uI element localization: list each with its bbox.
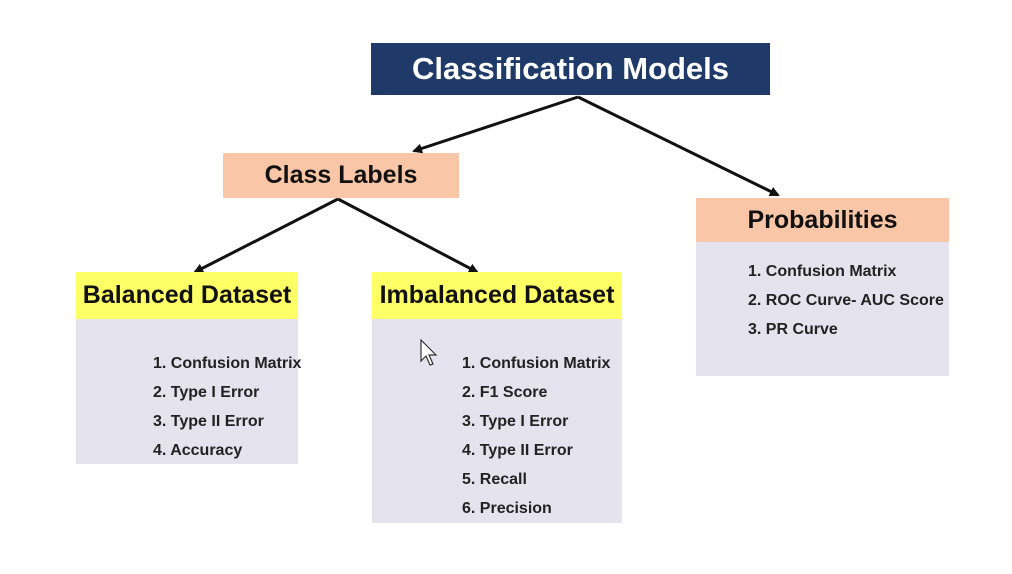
arrow-class-labels-to-imbalanced bbox=[337, 197, 479, 274]
classification-models-label: Classification Models bbox=[412, 51, 729, 86]
list-item: 2. Type I Error bbox=[153, 384, 260, 401]
imbalanced-dataset-label: Imbalanced Dataset bbox=[379, 281, 615, 309]
imbalanced-dataset-header: Imbalanced Dataset bbox=[372, 272, 622, 319]
arrow-class-labels-to-balanced bbox=[193, 197, 339, 274]
probabilities-header: Probabilities bbox=[696, 198, 949, 242]
list-item: 5. Recall bbox=[462, 471, 527, 488]
classification-models-node: Classification Models bbox=[371, 43, 770, 95]
class-labels-label: Class Labels bbox=[264, 161, 418, 189]
probabilities-label: Probabilities bbox=[747, 205, 898, 234]
class-labels-node: Class Labels bbox=[223, 153, 459, 198]
imbalanced-dataset-panel: Imbalanced Dataset 1. Confusion Matrix 2… bbox=[372, 272, 622, 523]
balanced-dataset-label: Balanced Dataset bbox=[82, 281, 292, 309]
balanced-dataset-header: Balanced Dataset bbox=[76, 272, 298, 319]
arrow-root-to-probabilities bbox=[577, 95, 780, 197]
list-item: 1. Confusion Matrix bbox=[153, 355, 302, 372]
list-item: 6. Precision bbox=[462, 500, 552, 517]
list-item: 2. ROC Curve- AUC Score bbox=[748, 292, 944, 309]
probabilities-panel: Probabilities 1. Confusion Matrix 2. ROC… bbox=[696, 198, 949, 376]
balanced-dataset-panel: Balanced Dataset 1. Confusion Matrix 2. … bbox=[76, 272, 301, 465]
list-item: 3. Type II Error bbox=[153, 413, 264, 430]
mouse-cursor-icon bbox=[420, 339, 438, 366]
list-item: 1. Confusion Matrix bbox=[748, 263, 897, 280]
list-item: 3. PR Curve bbox=[748, 321, 838, 338]
list-item: 1. Confusion Matrix bbox=[462, 355, 611, 372]
list-item: 3. Type I Error bbox=[462, 413, 569, 430]
list-item: 4. Type II Error bbox=[462, 442, 573, 459]
arrow-root-to-class-labels bbox=[412, 95, 579, 154]
list-item: 2. F1 Score bbox=[462, 384, 548, 401]
list-item: 4. Accuracy bbox=[153, 442, 243, 459]
imbalanced-metrics-list: 1. Confusion Matrix 2. F1 Score 3. Type … bbox=[462, 349, 610, 523]
balanced-metrics-list: 1. Confusion Matrix 2. Type I Error 3. T… bbox=[153, 349, 301, 465]
probabilities-metrics-list: 1. Confusion Matrix 2. ROC Curve- AUC Sc… bbox=[748, 257, 944, 344]
